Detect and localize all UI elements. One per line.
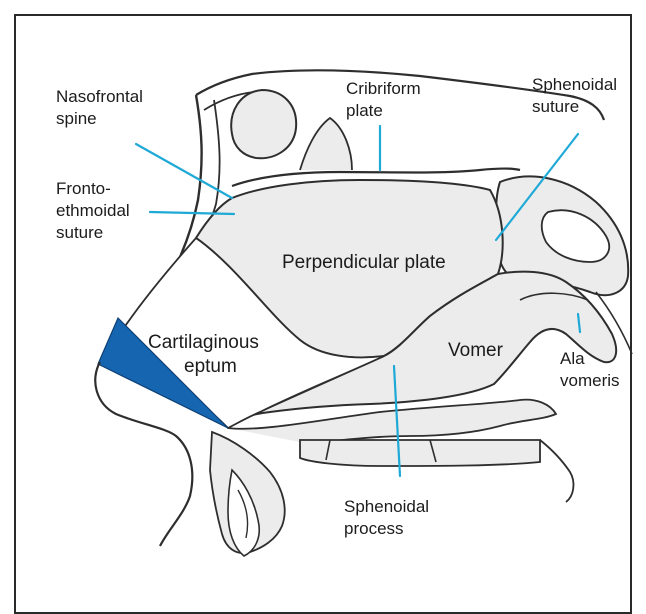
label-sphenoidal-suture-line2: suture [532, 97, 579, 116]
label-ala-vomeris-line1: Ala [560, 349, 585, 368]
label-cartilaginous-septum-line1: Cartilaginous [148, 332, 259, 353]
label-nasofrontal-spine-line1: Nasofrontal [56, 87, 143, 106]
label-cribriform-plate-line2: plate [346, 101, 383, 120]
frontal-sinus [231, 90, 296, 158]
label-frontoethmoidal-suture-line3: suture [56, 223, 103, 242]
label-vomer: Vomer [448, 340, 504, 361]
label-cribriform-plate-line1: Cribriform [346, 79, 421, 98]
label-frontoethmoidal-suture-line2: ethmoidal [56, 201, 130, 220]
label-frontoethmoidal-suture-line1: Fronto- [56, 179, 111, 198]
label-perpendicular-plate: Perpendicular plate [282, 252, 446, 273]
label-cartilaginous-septum-line2: eptum [184, 356, 237, 377]
label-sphenoidal-process-line1: Sphenoidal [344, 497, 429, 516]
label-nasofrontal-spine-line2: spine [56, 109, 97, 128]
hard-palate [300, 440, 540, 466]
leader-nasofrontal-spine [136, 144, 232, 198]
crista-galli [300, 118, 352, 170]
posterior-palate [540, 440, 573, 502]
label-sphenoidal-suture-line1: Sphenoidal [532, 75, 617, 94]
label-sphenoidal-process-line2: process [344, 519, 404, 538]
label-ala-vomeris-line2: vomeris [560, 371, 620, 390]
